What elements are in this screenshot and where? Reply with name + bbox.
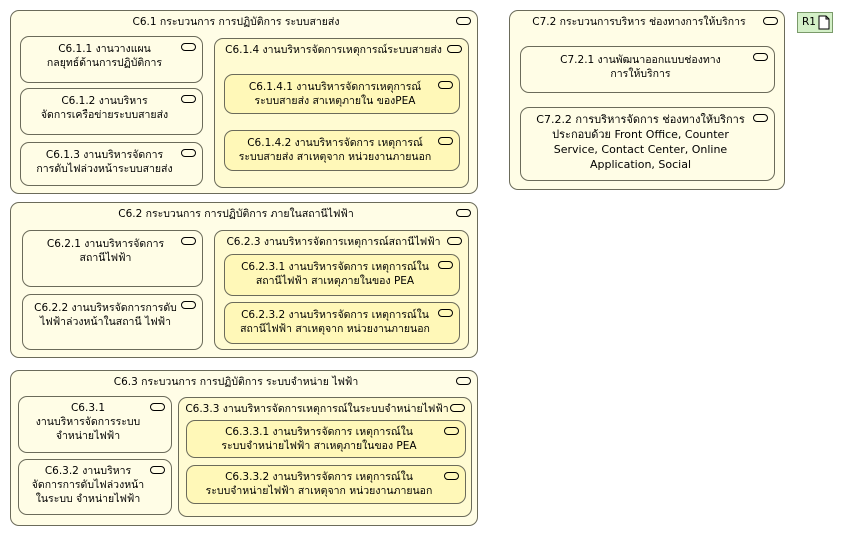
- node-c6-1-4-1[interactable]: C6.1.4.1 งานบริหารจัดการเหตุการณ์ ระบบสา…: [224, 74, 460, 114]
- capability-icon: [438, 81, 453, 89]
- node-label: C6.2.3.2 งานบริหารจัดการ เหตุการณ์ใน สถา…: [240, 309, 430, 335]
- node-label: C6.1.4.2 งานบริหารจัดการ เหตุการณ์ ระบบส…: [238, 137, 432, 163]
- capability-icon: [181, 237, 196, 245]
- capability-icon: [181, 149, 196, 157]
- node-c6-2-3-1[interactable]: C6.2.3.1 งานบริหารจัดการ เหตุการณ์ใน สถา…: [224, 254, 460, 296]
- badge-label: R1: [802, 16, 816, 28]
- node-label: C6.3.3.1 งานบริหารจัดการ เหตุการณ์ใน ระบ…: [221, 426, 417, 452]
- node-c6-1-2[interactable]: C6.1.2 งานบริหาร จัดการเครือข่ายระบบสายส…: [20, 88, 203, 135]
- node-c6-1-3[interactable]: C6.1.3 งานบริหารจัดการ การดับไฟล่วงหน้าร…: [20, 142, 203, 186]
- capability-icon: [181, 43, 196, 51]
- group-title: C7.2 กระบวนการบริหาร ช่องทางการให้บริการ: [532, 16, 746, 28]
- node-c6-3-3-1[interactable]: C6.3.3.1 งานบริหารจัดการ เหตุการณ์ใน ระบ…: [186, 420, 466, 458]
- node-label: C6.1.3 งานบริหารจัดการ การดับไฟล่วงหน้าร…: [36, 149, 173, 175]
- node-label: C6.2.3.1 งานบริหารจัดการ เหตุการณ์ใน สถา…: [241, 261, 429, 287]
- node-label: C6.2.1 งานบริหารจัดการ สถานีไฟฟ้า: [46, 238, 165, 264]
- capability-icon: [444, 427, 459, 435]
- capability-icon: [456, 209, 471, 217]
- capability-icon: [181, 301, 196, 309]
- group-title: C6.3.3 งานบริหารจัดการเหตุการณ์ในระบบจำห…: [185, 403, 449, 415]
- group-title: C6.2 กระบวนการ การปฏิบัติการ ภายในสถานีไ…: [118, 208, 354, 220]
- node-c6-1-1[interactable]: C6.1.1 งานวางแผน กลยุทธ์ด้านการปฏิบัติกา…: [20, 36, 203, 83]
- capability-icon: [456, 17, 471, 25]
- node-label: C6.1.1 งานวางแผน กลยุทธ์ด้านการปฏิบัติกา…: [46, 43, 163, 69]
- node-label: C7.2.2 การบริหารจัดการ ช่องทางให้บริการ …: [536, 113, 745, 171]
- capability-icon: [150, 403, 165, 411]
- node-label: C6.2.2 งานบริหรจัดการการดับ ไฟฟ้าล่วงหน้…: [34, 302, 177, 328]
- group-title: C6.3 กระบวนการ การปฏิบัติการ ระบบจำหน่าย…: [113, 376, 359, 388]
- node-c6-3-2[interactable]: C6.3.2 งานบริหาร จัดการการดับไฟล่วงหน้า …: [18, 459, 172, 515]
- capability-icon: [753, 53, 768, 61]
- capability-icon: [444, 472, 459, 480]
- node-label: C6.3.1 งานบริหารจัดการระบบ จำหน่ายไฟฟ้า: [35, 402, 141, 442]
- capability-icon: [753, 114, 768, 122]
- r1-badge[interactable]: R1: [797, 12, 833, 33]
- group-title: C6.1.4 งานบริหารจัดการเหตุการณ์ระบบสายส่…: [225, 44, 442, 56]
- node-c6-2-2[interactable]: C6.2.2 งานบริหรจัดการการดับ ไฟฟ้าล่วงหน้…: [22, 294, 203, 350]
- node-c6-2-3-2[interactable]: C6.2.3.2 งานบริหารจัดการ เหตุการณ์ใน สถา…: [224, 302, 460, 344]
- node-c7-2-1[interactable]: C7.2.1 งานพัฒนาออกแบบช่องทาง การให้บริกา…: [520, 46, 775, 93]
- node-label: C6.1.4.1 งานบริหารจัดการเหตุการณ์ ระบบสา…: [248, 81, 422, 107]
- capability-icon: [438, 309, 453, 317]
- document-icon: [818, 15, 830, 30]
- capability-icon: [447, 45, 462, 53]
- capability-icon: [150, 466, 165, 474]
- group-title: C6.1 กระบวนการ การปฏิบัติการ ระบบสายส่ง: [132, 16, 340, 28]
- capability-icon: [438, 137, 453, 145]
- capability-icon: [450, 404, 465, 412]
- node-c6-3-1[interactable]: C6.3.1 งานบริหารจัดการระบบ จำหน่ายไฟฟ้า: [18, 396, 172, 453]
- node-label: C6.1.2 งานบริหาร จัดการเครือข่ายระบบสายส…: [40, 95, 169, 121]
- capability-icon: [438, 261, 453, 269]
- node-c6-3-3-2[interactable]: C6.3.3.2 งานบริหารจัดการ เหตุการณ์ใน ระบ…: [186, 465, 466, 504]
- node-c7-2-2[interactable]: C7.2.2 การบริหารจัดการ ช่องทางให้บริการ …: [520, 107, 775, 181]
- capability-icon: [447, 237, 462, 245]
- node-c6-2-1[interactable]: C6.2.1 งานบริหารจัดการ สถานีไฟฟ้า: [22, 230, 203, 287]
- node-c6-1-4-2[interactable]: C6.1.4.2 งานบริหารจัดการ เหตุการณ์ ระบบส…: [224, 130, 460, 171]
- node-label: C6.3.2 งานบริหาร จัดการการดับไฟล่วงหน้า …: [31, 465, 145, 505]
- group-title: C6.2.3 งานบริหารจัดการเหตุการณ์สถานีไฟฟ้…: [226, 236, 441, 248]
- node-label: C6.3.3.2 งานบริหารจัดการ เหตุการณ์ใน ระบ…: [205, 471, 433, 497]
- capability-icon: [181, 95, 196, 103]
- capability-icon: [456, 377, 471, 385]
- node-label: C7.2.1 งานพัฒนาออกแบบช่องทาง การให้บริกา…: [560, 54, 721, 80]
- capability-icon: [763, 17, 778, 25]
